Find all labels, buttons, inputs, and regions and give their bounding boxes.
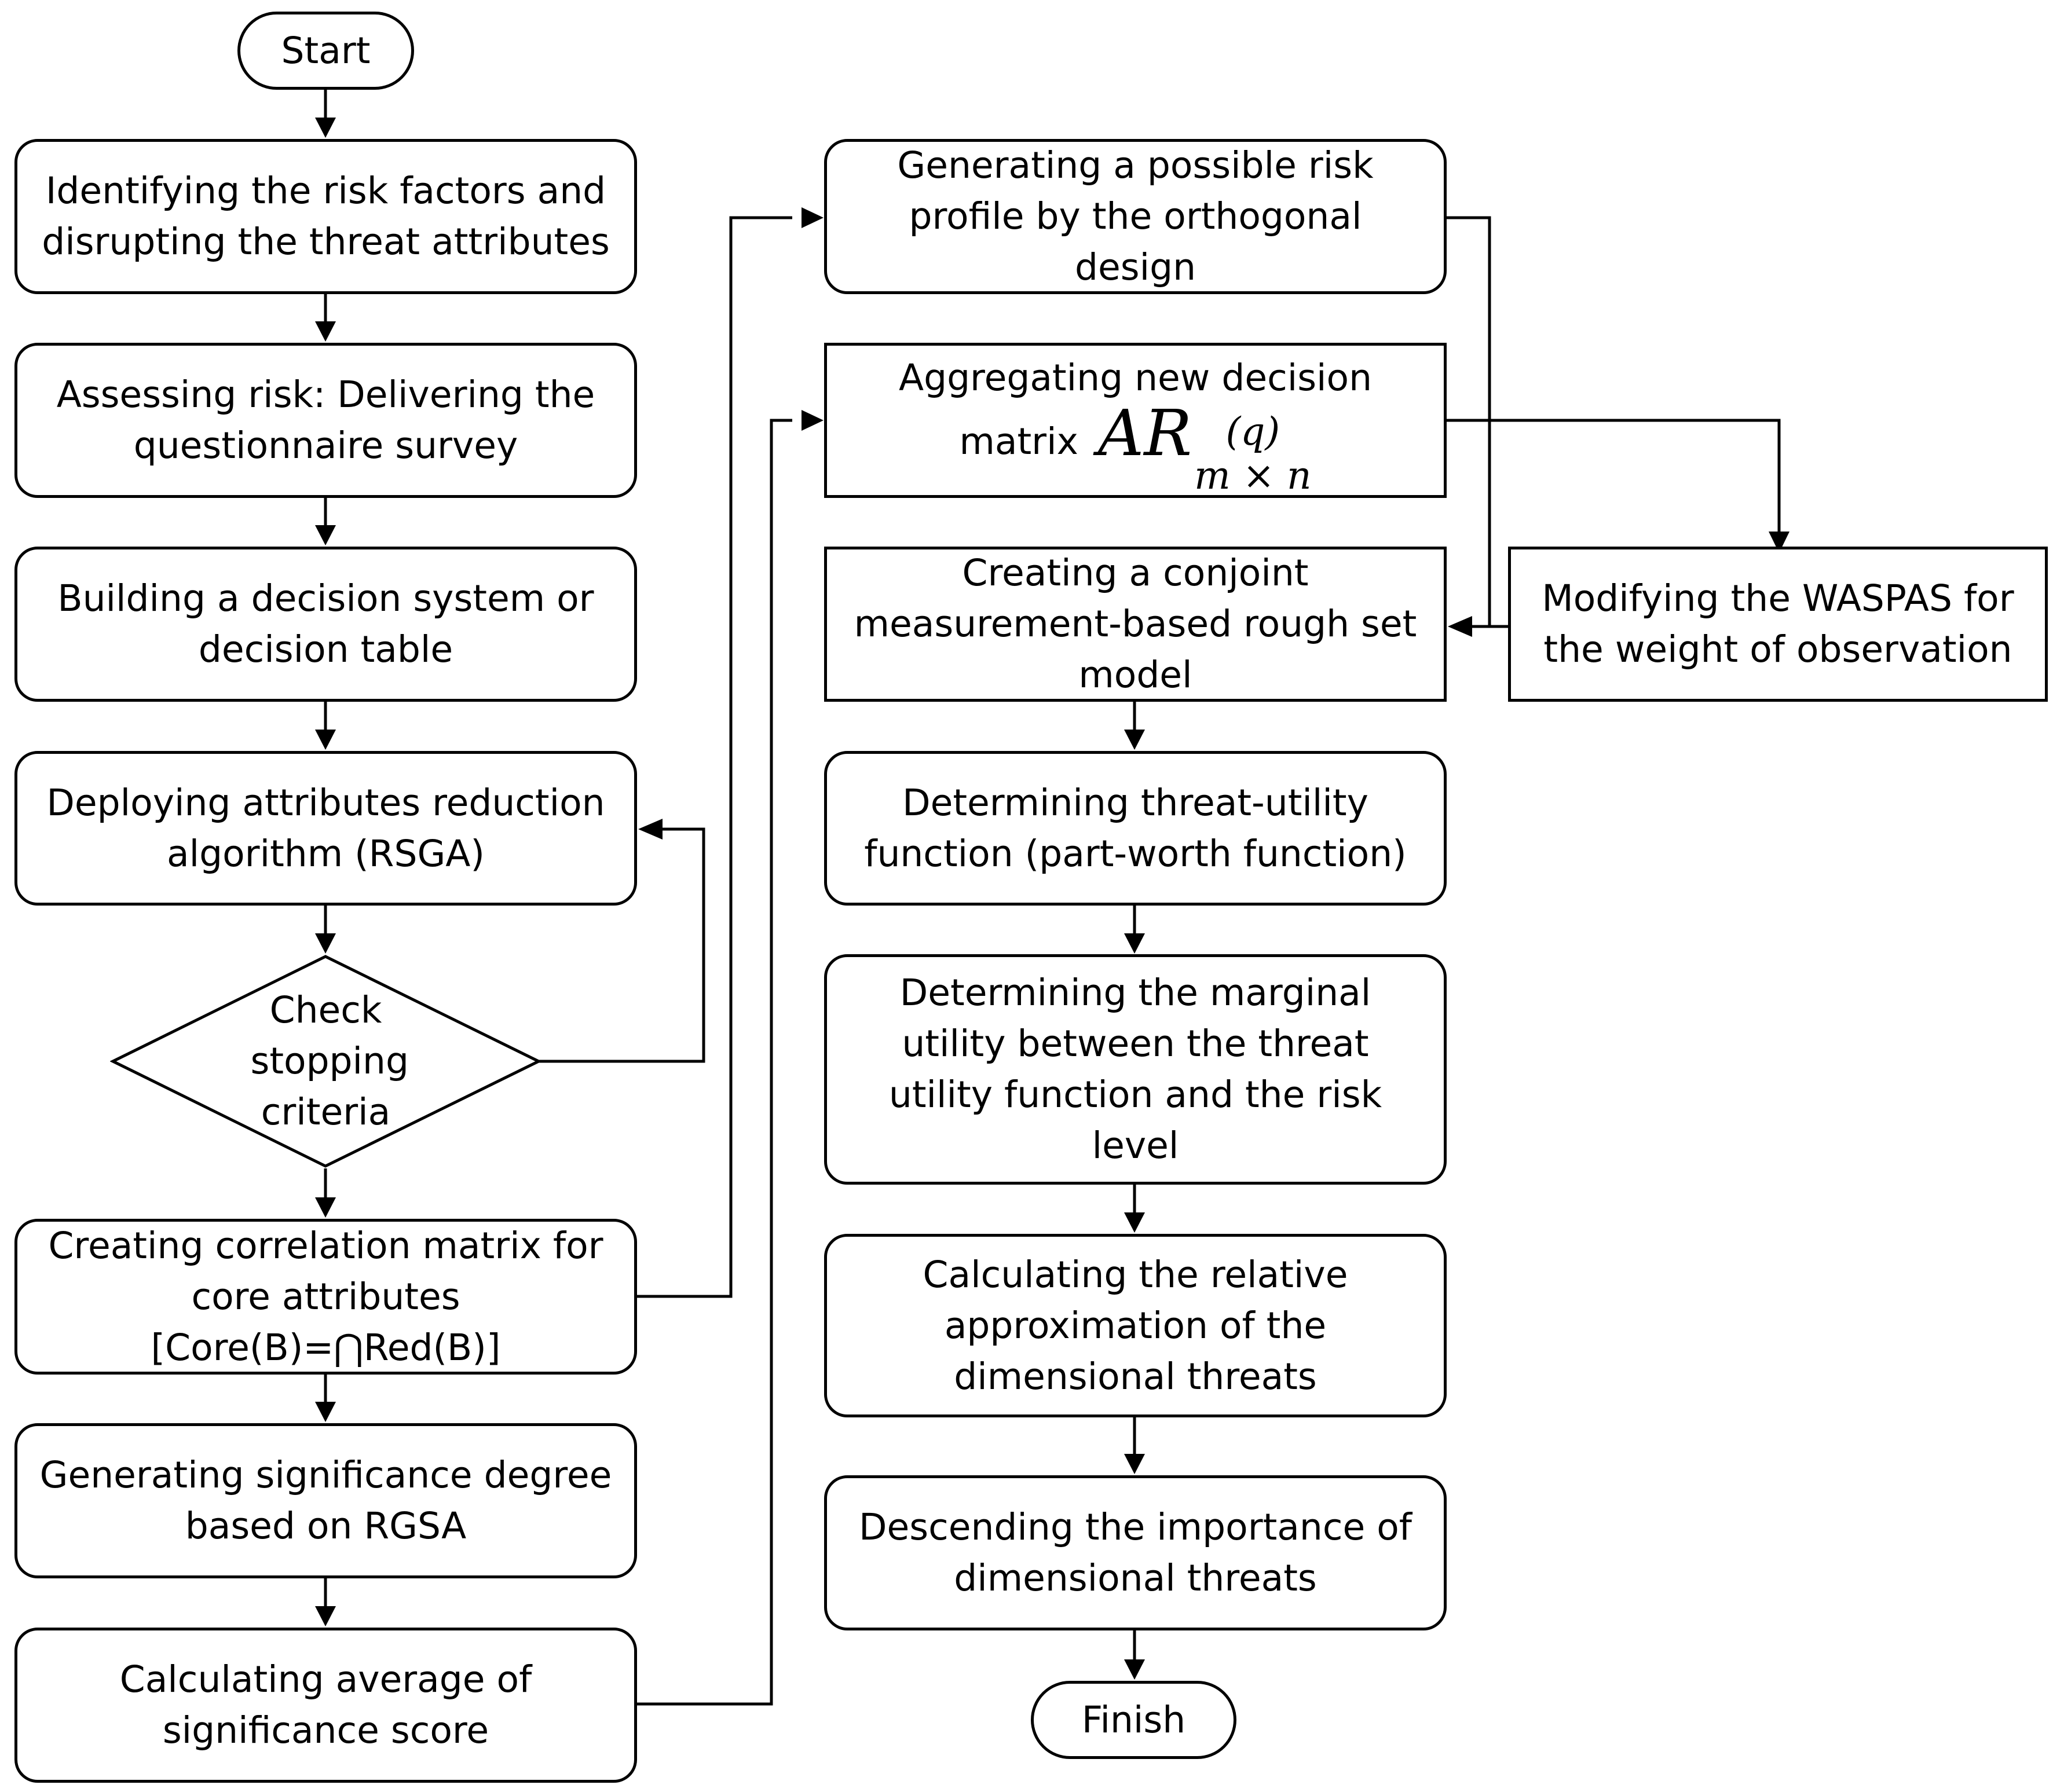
threat-utility-function-step: Determining threat-utility function (par… [824, 751, 1447, 906]
conjoint-rough-set-label: Creating a conjoint measurement-based ro… [854, 552, 1417, 696]
significance-degree-step: Generating significance degree based on … [14, 1423, 637, 1578]
arrowhead-identify [315, 118, 336, 138]
identify-risk-factors-label: Identifying the risk factors and disrupt… [42, 170, 610, 263]
descending-importance-label: Descending the importance of dimensional… [859, 1506, 1412, 1599]
deploying-reduction-algorithm-label: Deploying attributes reduction algorithm… [46, 781, 605, 875]
average-significance-step: Calculating average of significance scor… [14, 1628, 637, 1783]
arrowhead-average [315, 1606, 336, 1626]
arrowhead-finish [1124, 1659, 1145, 1680]
arrow-correlation-profile [636, 216, 792, 1298]
check-stopping-criteria-label: Check stopping criteria [250, 989, 409, 1133]
significance-degree-label: Generating significance degree based on … [39, 1454, 612, 1547]
arrowhead-check [315, 933, 336, 954]
arrowhead-assess [315, 321, 336, 342]
matrix-formula: AR (q) m × n [1097, 396, 1312, 495]
waspas-label: Modifying the WASPAS for the weight of o… [1542, 577, 2014, 670]
arrowhead-aggregate [802, 410, 824, 431]
arrowhead-marginal [1124, 933, 1145, 954]
risk-profile-label: Generating a possible risk profile by th… [897, 144, 1374, 288]
arrowhead-correlation [315, 1197, 336, 1218]
assessing-risk-step: Assessing risk: Delivering the questionn… [14, 343, 637, 498]
check-stopping-criteria-decision: Check stopping criteria [110, 954, 541, 1168]
aggregate-matrix-word: matrix [959, 420, 1078, 463]
average-significance-label: Calculating average of significance scor… [119, 1658, 532, 1751]
aggregate-matrix-step: Aggregating new decision matrix AR (q) m… [824, 343, 1447, 498]
descending-importance-step: Descending the importance of dimensional… [824, 1475, 1447, 1630]
relative-approximation-step: Calculating the relative approximation o… [824, 1234, 1447, 1417]
conjoint-rough-set-step: Creating a conjoint measurement-based ro… [824, 547, 1447, 702]
finish-label: Finish [1081, 1698, 1186, 1741]
correlation-matrix-label: Creating correlation matrix for core att… [48, 1224, 603, 1369]
arrow-aggregate-waspas [1445, 419, 1781, 533]
start-label: Start [281, 29, 371, 72]
identify-risk-factors-step: Identifying the risk factors and disrupt… [14, 139, 637, 294]
arrowhead-profile [802, 207, 824, 228]
risk-profile-step: Generating a possible risk profile by th… [824, 139, 1447, 294]
aggregate-matrix-line2: matrix AR (q) m × n [959, 396, 1312, 495]
marginal-utility-step: Determining the marginal utility between… [824, 954, 1447, 1185]
loop-check-deploy [539, 827, 705, 1063]
arrowhead-build [315, 525, 336, 545]
matrix-formula-scripts: (q) m × n [1194, 413, 1312, 498]
decision-diamond-shape [110, 955, 541, 1168]
matrix-formula-superscript: (q) [1225, 409, 1280, 454]
threat-utility-function-label: Determining threat-utility function (par… [864, 781, 1407, 875]
matrix-formula-subscript: m × n [1194, 453, 1312, 498]
correlation-matrix-step: Creating correlation matrix for core att… [14, 1219, 637, 1375]
arrow-profile-conjoint [1445, 216, 1491, 628]
start-terminal: Start [237, 12, 414, 90]
arrowhead-waspas [1769, 532, 1789, 553]
arrowhead-descending [1124, 1454, 1145, 1474]
arrowhead-conjoint [1448, 616, 1472, 637]
arrow-average-aggregate [636, 419, 792, 1706]
finish-terminal: Finish [1031, 1681, 1236, 1759]
waspas-step: Modifying the WASPAS for the weight of o… [1508, 547, 2048, 702]
arrowhead-deploy [315, 730, 336, 750]
arrowhead-relative [1124, 1212, 1145, 1233]
arrowhead-significance [315, 1402, 336, 1422]
aggregate-matrix-line1: Aggregating new decision [898, 357, 1373, 399]
building-decision-system-label: Building a decision system or decision t… [57, 577, 594, 670]
deploying-reduction-algorithm-step: Deploying attributes reduction algorithm… [14, 751, 637, 906]
relative-approximation-label: Calculating the relative approximation o… [923, 1253, 1348, 1398]
arrowhead-partworth [1124, 730, 1145, 750]
building-decision-system-step: Building a decision system or decision t… [14, 547, 637, 702]
assessing-risk-label: Assessing risk: Delivering the questionn… [56, 373, 595, 467]
matrix-formula-base: AR [1097, 396, 1192, 470]
marginal-utility-label: Determining the marginal utility between… [888, 972, 1382, 1167]
arrowhead-loop-deploy [638, 819, 663, 840]
